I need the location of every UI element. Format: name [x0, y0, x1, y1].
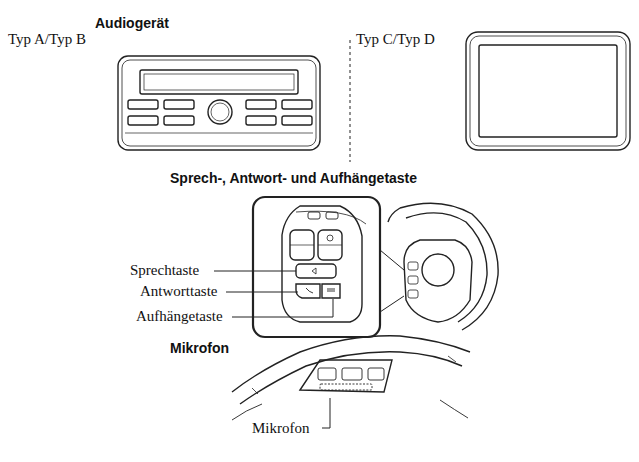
audio-unit: [118, 56, 320, 150]
variant-label: Typ A/Typ B: [8, 31, 86, 48]
overhead-console: [232, 336, 470, 420]
leader-lines: [214, 271, 333, 428]
part-label: Aufhängetaste: [136, 308, 223, 325]
steering-switch-detail: [253, 197, 380, 337]
section-heading: Audiogerät: [95, 15, 169, 31]
section-heading: Mikrofon: [170, 340, 229, 356]
part-label: Sprechtaste: [130, 262, 199, 279]
part-label: Antworttaste: [140, 283, 217, 300]
divider: [350, 40, 351, 162]
steering-wheel: [380, 203, 498, 330]
part-label: Mikrofon: [252, 420, 310, 437]
variant-label: Typ C/Typ D: [356, 31, 435, 48]
section-heading: Sprech-, Antwort- und Aufhängetaste: [170, 170, 417, 186]
display-screen: [466, 32, 630, 150]
